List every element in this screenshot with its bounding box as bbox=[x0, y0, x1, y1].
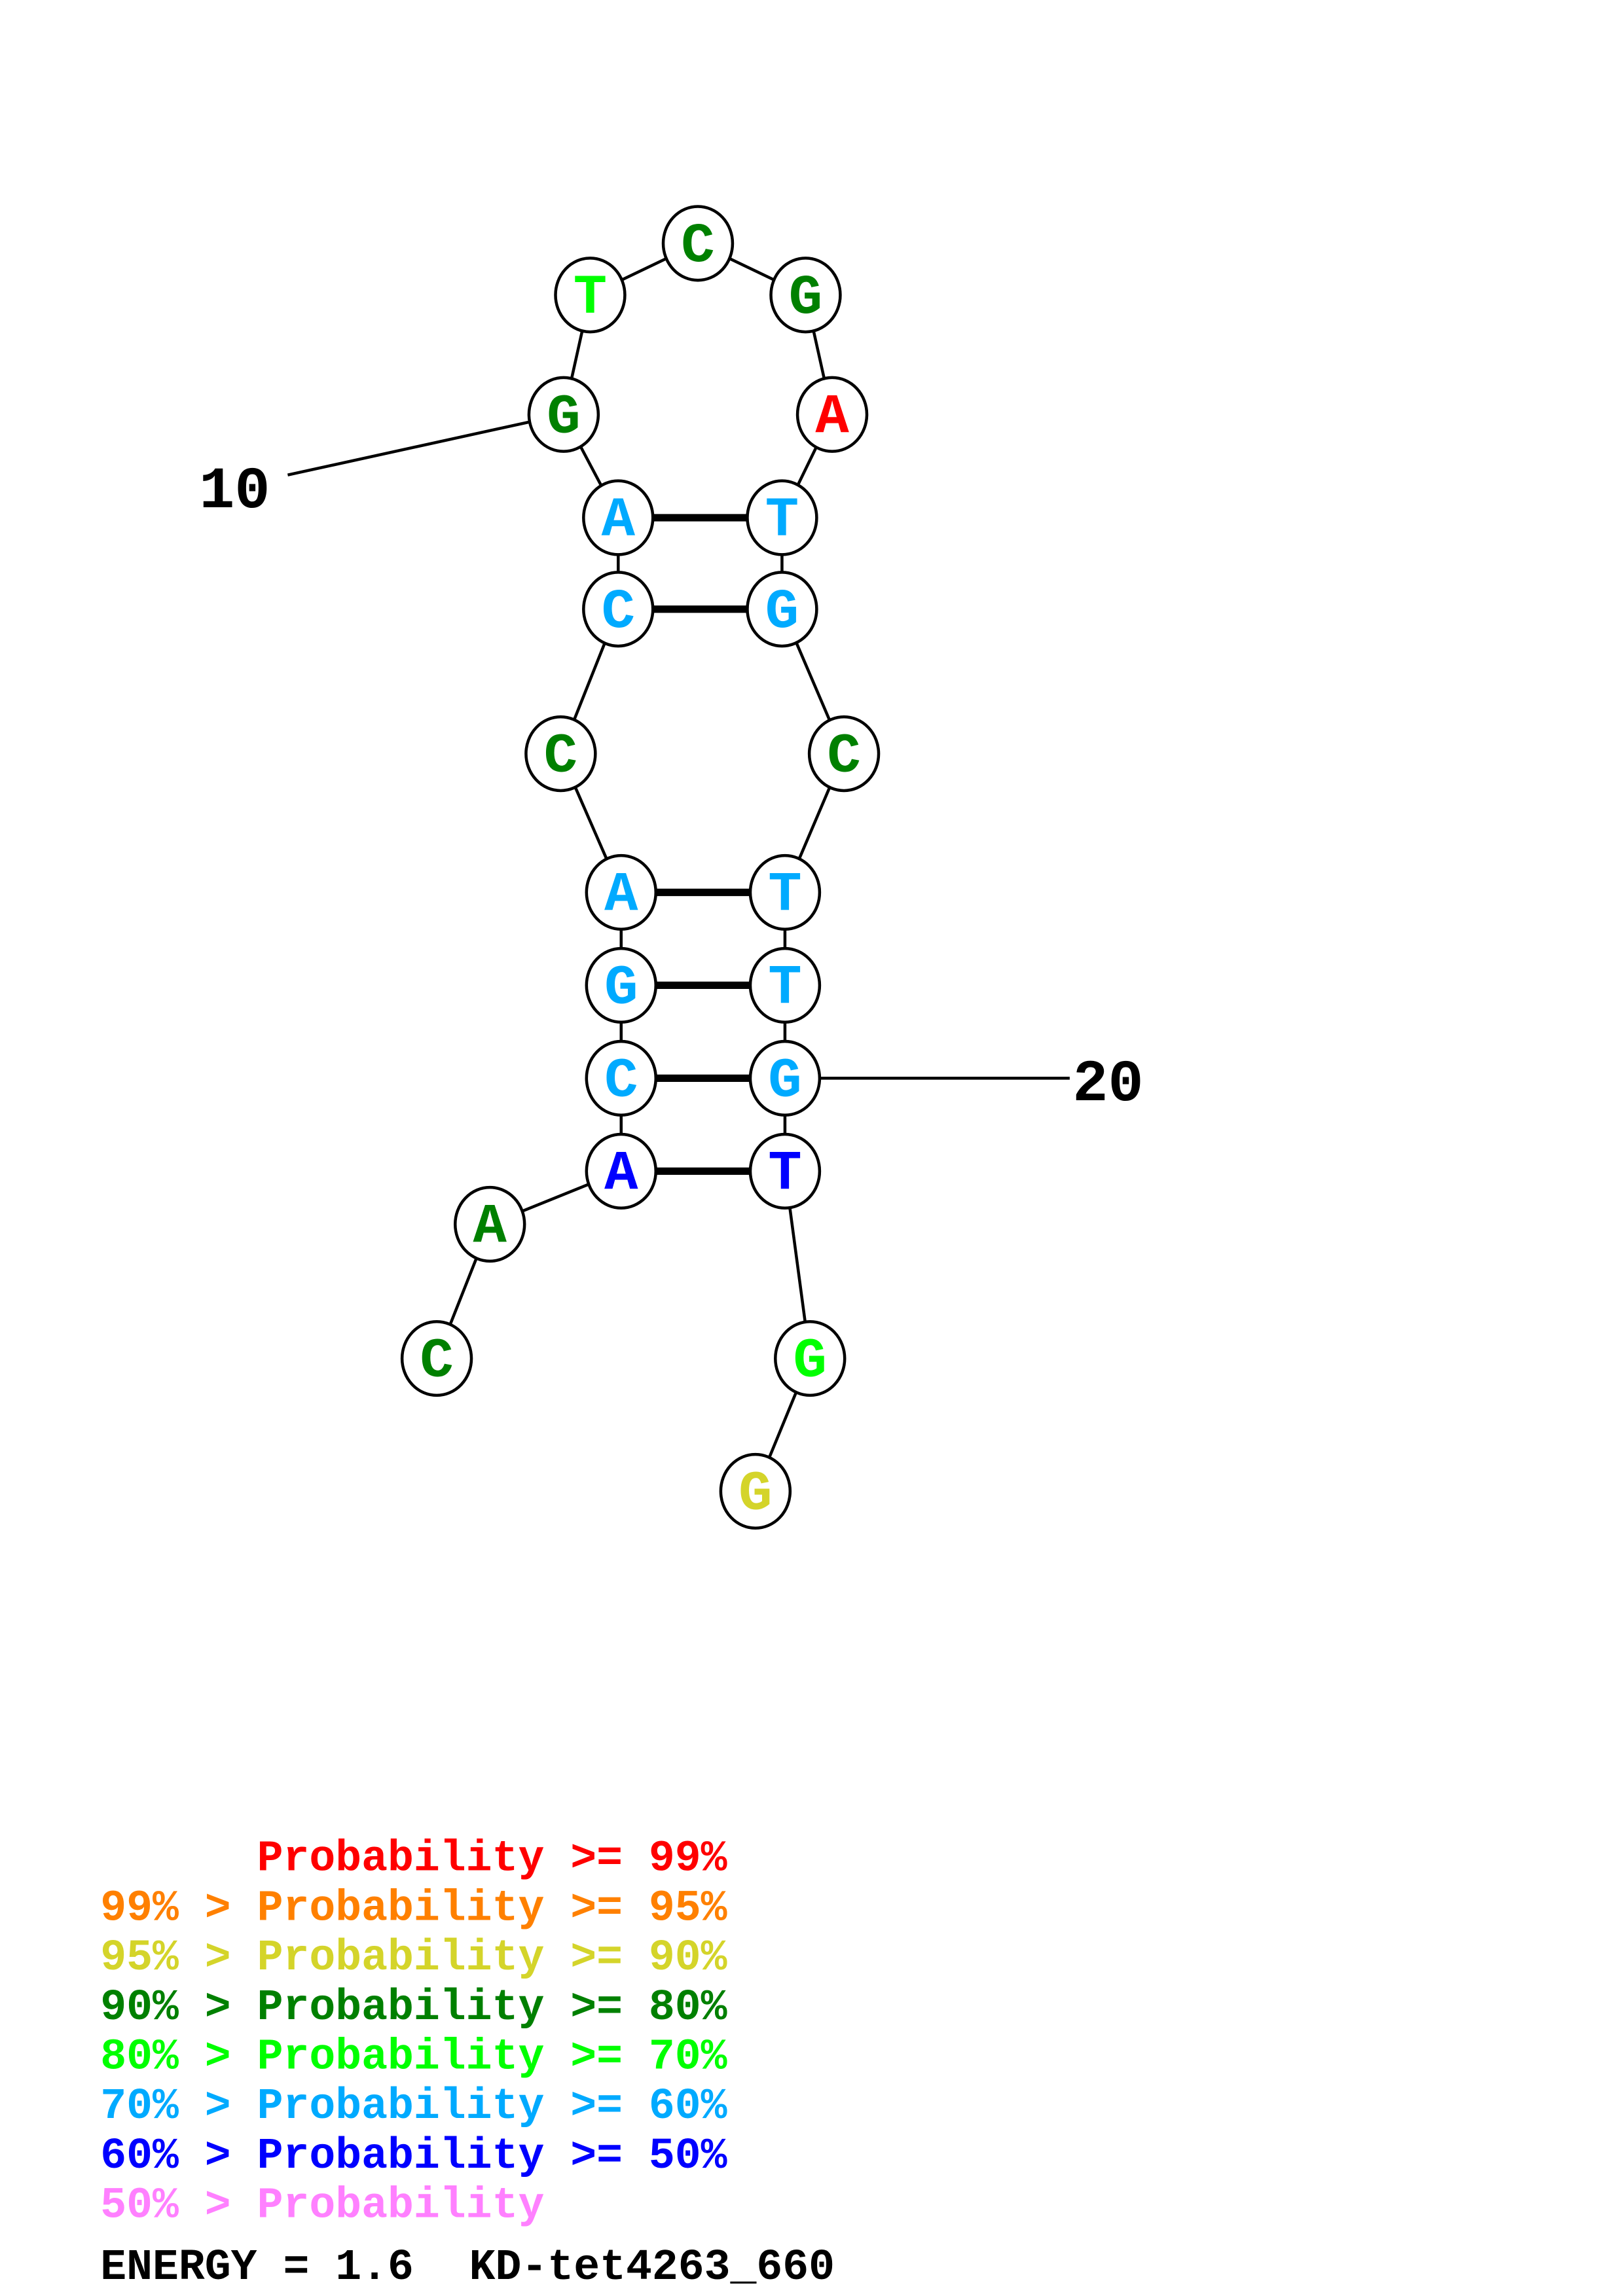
nucleotide: G bbox=[719, 1452, 792, 1530]
nucleotide: C bbox=[661, 205, 735, 282]
sequence-name: KD-tet4263_660 bbox=[469, 2243, 835, 2292]
nucleotide-circle bbox=[554, 257, 627, 334]
nucleotide: T bbox=[748, 1132, 822, 1210]
nucleotide-circle bbox=[719, 1452, 792, 1530]
nucleotide: C bbox=[807, 715, 881, 793]
legend-entry: 90% > Probability >= 80% bbox=[100, 1983, 727, 2032]
nucleotide-circle bbox=[400, 1319, 473, 1397]
nucleotide-base: C bbox=[827, 725, 860, 789]
position-labels: 10 20 bbox=[199, 413, 1144, 1119]
nucleotide-base: A bbox=[473, 1196, 507, 1259]
nucleotide-base: C bbox=[681, 215, 714, 278]
nucleotide-base: T bbox=[768, 956, 801, 1020]
energy-label: ENERGY = 1.6 bbox=[100, 2243, 414, 2292]
nucleotide-base: A bbox=[815, 386, 849, 449]
nucleotide-base: A bbox=[604, 1142, 638, 1206]
legend-entry: 99% > Probability >= 95% bbox=[100, 1884, 727, 1933]
nucleotide-circle bbox=[748, 1132, 822, 1210]
nucleotide-circle bbox=[746, 571, 818, 648]
nucleotide-circle bbox=[527, 376, 600, 453]
nucleotide: C bbox=[524, 715, 597, 793]
nucleotide-circle bbox=[585, 1132, 657, 1210]
nucleotide: G bbox=[769, 257, 842, 334]
nucleotide-circle bbox=[524, 715, 597, 793]
nucleotide-base: G bbox=[547, 386, 580, 449]
nucleotide: C bbox=[585, 1039, 657, 1117]
nucleotide-base: T bbox=[765, 489, 799, 552]
nucleotide: A bbox=[585, 853, 657, 931]
nucleotide: T bbox=[554, 257, 627, 334]
legend-entry: 95% > Probability >= 90% bbox=[100, 1933, 727, 1982]
nucleotide-circle bbox=[585, 1039, 657, 1117]
nucleotide-circle bbox=[661, 205, 735, 282]
nucleotide-base: C bbox=[602, 581, 635, 644]
nucleotide-base: G bbox=[765, 581, 799, 644]
legend-entry: Probability >= 99% bbox=[100, 1835, 727, 1884]
nucleotide-circle bbox=[585, 946, 657, 1024]
nucleotide-base: G bbox=[793, 1330, 827, 1393]
probability-legend: Probability >= 99%99% > Probability >= 9… bbox=[100, 1835, 727, 2231]
legend-entry: 60% > Probability >= 50% bbox=[100, 2132, 727, 2181]
nucleotide-circle bbox=[585, 853, 657, 931]
nucleotide-circle bbox=[582, 479, 655, 556]
nucleotide-base: G bbox=[789, 266, 822, 330]
nucleotide-base: A bbox=[604, 863, 638, 927]
nucleotide-circle bbox=[746, 479, 818, 556]
nucleotide: G bbox=[585, 946, 657, 1024]
nucleotide-circle bbox=[748, 1039, 822, 1117]
nucleotide: T bbox=[748, 946, 822, 1024]
nucleotide-circle bbox=[748, 946, 822, 1024]
nucleotide: C bbox=[400, 1319, 473, 1397]
nucleotide-circle bbox=[453, 1185, 526, 1263]
nucleotide: G bbox=[527, 376, 600, 453]
nucleotide-circle bbox=[748, 853, 822, 931]
nucleotide-base: C bbox=[604, 1049, 638, 1113]
nucleotide: T bbox=[746, 479, 818, 556]
nucleotide-base: T bbox=[768, 863, 801, 927]
position-label: 20 bbox=[1072, 1052, 1143, 1119]
nucleotide: A bbox=[795, 376, 869, 453]
nucleotide: A bbox=[585, 1132, 657, 1210]
nucleotide-base: C bbox=[544, 725, 577, 789]
nucleotide-circle bbox=[774, 1319, 847, 1397]
nucleotide-base: G bbox=[768, 1049, 801, 1113]
nucleotide-circle bbox=[769, 257, 842, 334]
nucleotide: T bbox=[748, 853, 822, 931]
nucleotide-base: G bbox=[604, 956, 638, 1020]
nucleotide-base: T bbox=[768, 1142, 801, 1206]
nucleotide: G bbox=[746, 571, 818, 648]
position-label-line bbox=[287, 413, 564, 476]
nucleotide-base: A bbox=[602, 489, 636, 552]
nucleotide-base: C bbox=[420, 1330, 453, 1393]
nucleotide-circle bbox=[795, 376, 869, 453]
legend-entry: 80% > Probability >= 70% bbox=[100, 2032, 727, 2081]
position-label: 10 bbox=[199, 459, 270, 526]
nucleotide: A bbox=[453, 1185, 526, 1263]
legend-entry: 50% > Probability bbox=[100, 2181, 544, 2231]
nucleotide-base: G bbox=[739, 1462, 772, 1526]
nucleotide-circle bbox=[582, 571, 655, 648]
nucleotide-circle bbox=[807, 715, 881, 793]
nucleotide: A bbox=[582, 479, 655, 556]
nucleotide-base: T bbox=[574, 266, 607, 330]
nucleotide: G bbox=[774, 1319, 847, 1397]
legend-entry: 70% > Probability >= 60% bbox=[100, 2082, 727, 2131]
nucleotide: C bbox=[582, 571, 655, 648]
nucleotide: G bbox=[748, 1039, 822, 1117]
